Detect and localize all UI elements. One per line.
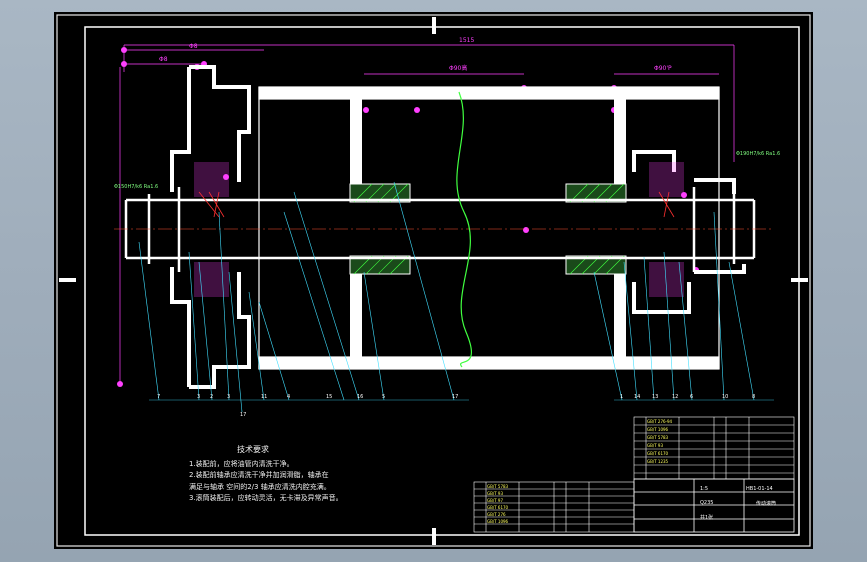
left-bearing	[194, 162, 229, 297]
tech-req-line: 1.装配前，应将油管内清洗干净。	[189, 459, 294, 468]
tech-req-line: 满足与轴承 空间的2/3 轴承应清洗内腔充满。	[189, 482, 331, 491]
svg-text:16: 16	[357, 394, 363, 400]
title-block-scale: 1:5	[700, 486, 709, 492]
svg-text:GB/T 93: GB/T 93	[487, 491, 503, 496]
dimension-lines	[119, 44, 735, 384]
drawing-sheet: 1515 Φ8 Φ8 Φ90高 Φ90'P Φ150H7/k6 Ra1.6 Φ1…	[54, 12, 813, 549]
svg-text:Φ90高: Φ90高	[449, 64, 467, 72]
tech-req-title: 技术要求	[237, 445, 269, 454]
tech-req-line: 2.装配前轴承应清洗干净并加润滑脂，轴承在	[189, 471, 329, 479]
svg-text:GB/T 1235: GB/T 1235	[647, 459, 669, 464]
svg-text:15: 15	[326, 394, 332, 400]
svg-text:5: 5	[382, 394, 385, 400]
svg-text:Φ90'P: Φ90'P	[654, 65, 672, 72]
svg-text:2: 2	[210, 394, 213, 400]
svg-text:17: 17	[452, 394, 458, 400]
title-block-sheet: 共1张	[700, 515, 714, 521]
balloon-labels: 7 3 2 3 17 11 4 15 16 5 17 1 14 13 12 6 …	[157, 394, 755, 418]
tech-req-line: 3.滚筒装配后，应转动灵活，无卡滞及异常声音。	[189, 494, 343, 502]
svg-text:7: 7	[157, 394, 160, 400]
svg-text:4: 4	[287, 394, 290, 400]
hubs	[349, 183, 627, 275]
centering-marks	[59, 17, 808, 545]
svg-text:Φ150H7/k6 Ra1.6: Φ150H7/k6 Ra1.6	[114, 184, 158, 190]
cad-drawing: 1515 Φ8 Φ8 Φ90高 Φ90'P Φ150H7/k6 Ra1.6 Φ1…	[56, 14, 811, 547]
break-line	[456, 91, 472, 368]
svg-text:GB/T 1096: GB/T 1096	[487, 519, 509, 524]
right-housing	[632, 150, 746, 314]
parts-list-upper	[633, 416, 795, 480]
svg-text:GB/T 97: GB/T 97	[487, 498, 503, 503]
svg-text:3: 3	[227, 394, 230, 400]
svg-text:1: 1	[620, 394, 623, 400]
svg-text:GB/T 276-94: GB/T 276-94	[647, 419, 673, 424]
technical-requirements: 技术要求 1.装配前，应将油管内清洗干净。 2.装配前轴承应清洗干净并加润滑脂，…	[189, 444, 343, 505]
svg-text:Φ190H7/k6 Ra1.6: Φ190H7/k6 Ra1.6	[736, 151, 780, 157]
title-block	[633, 478, 795, 533]
svg-text:GB/T 93: GB/T 93	[647, 443, 663, 448]
svg-text:8: 8	[752, 394, 755, 400]
title-block-material: Q235	[700, 500, 714, 506]
right-bearing	[649, 162, 684, 297]
drum-shell	[258, 86, 720, 370]
hub-discs	[350, 99, 626, 357]
svg-text:17: 17	[240, 412, 246, 418]
svg-text:GB/T 1096: GB/T 1096	[647, 427, 669, 432]
svg-text:6: 6	[690, 394, 693, 400]
left-housing	[170, 65, 251, 389]
svg-text:11: 11	[261, 394, 267, 400]
svg-text:GB/T 6170: GB/T 6170	[487, 505, 509, 510]
svg-text:Φ8: Φ8	[159, 56, 168, 63]
svg-text:Φ8: Φ8	[189, 43, 198, 50]
outer-frame	[56, 14, 811, 547]
svg-text:GB/T 276: GB/T 276	[487, 512, 506, 517]
svg-text:12: 12	[672, 394, 678, 400]
title-block-drawing-no: HB1-01-14	[746, 486, 773, 492]
title-block-name: 传动滚筒	[756, 501, 777, 507]
svg-text:13: 13	[652, 394, 658, 400]
svg-text:1515: 1515	[459, 37, 474, 44]
svg-text:14: 14	[634, 394, 640, 400]
svg-text:3: 3	[197, 394, 200, 400]
leader-lines	[138, 181, 774, 413]
svg-text:GB/T 6170: GB/T 6170	[647, 451, 669, 456]
svg-text:GB/T 5783: GB/T 5783	[487, 484, 509, 489]
svg-text:GB/T 5783: GB/T 5783	[647, 435, 669, 440]
svg-text:10: 10	[722, 394, 728, 400]
